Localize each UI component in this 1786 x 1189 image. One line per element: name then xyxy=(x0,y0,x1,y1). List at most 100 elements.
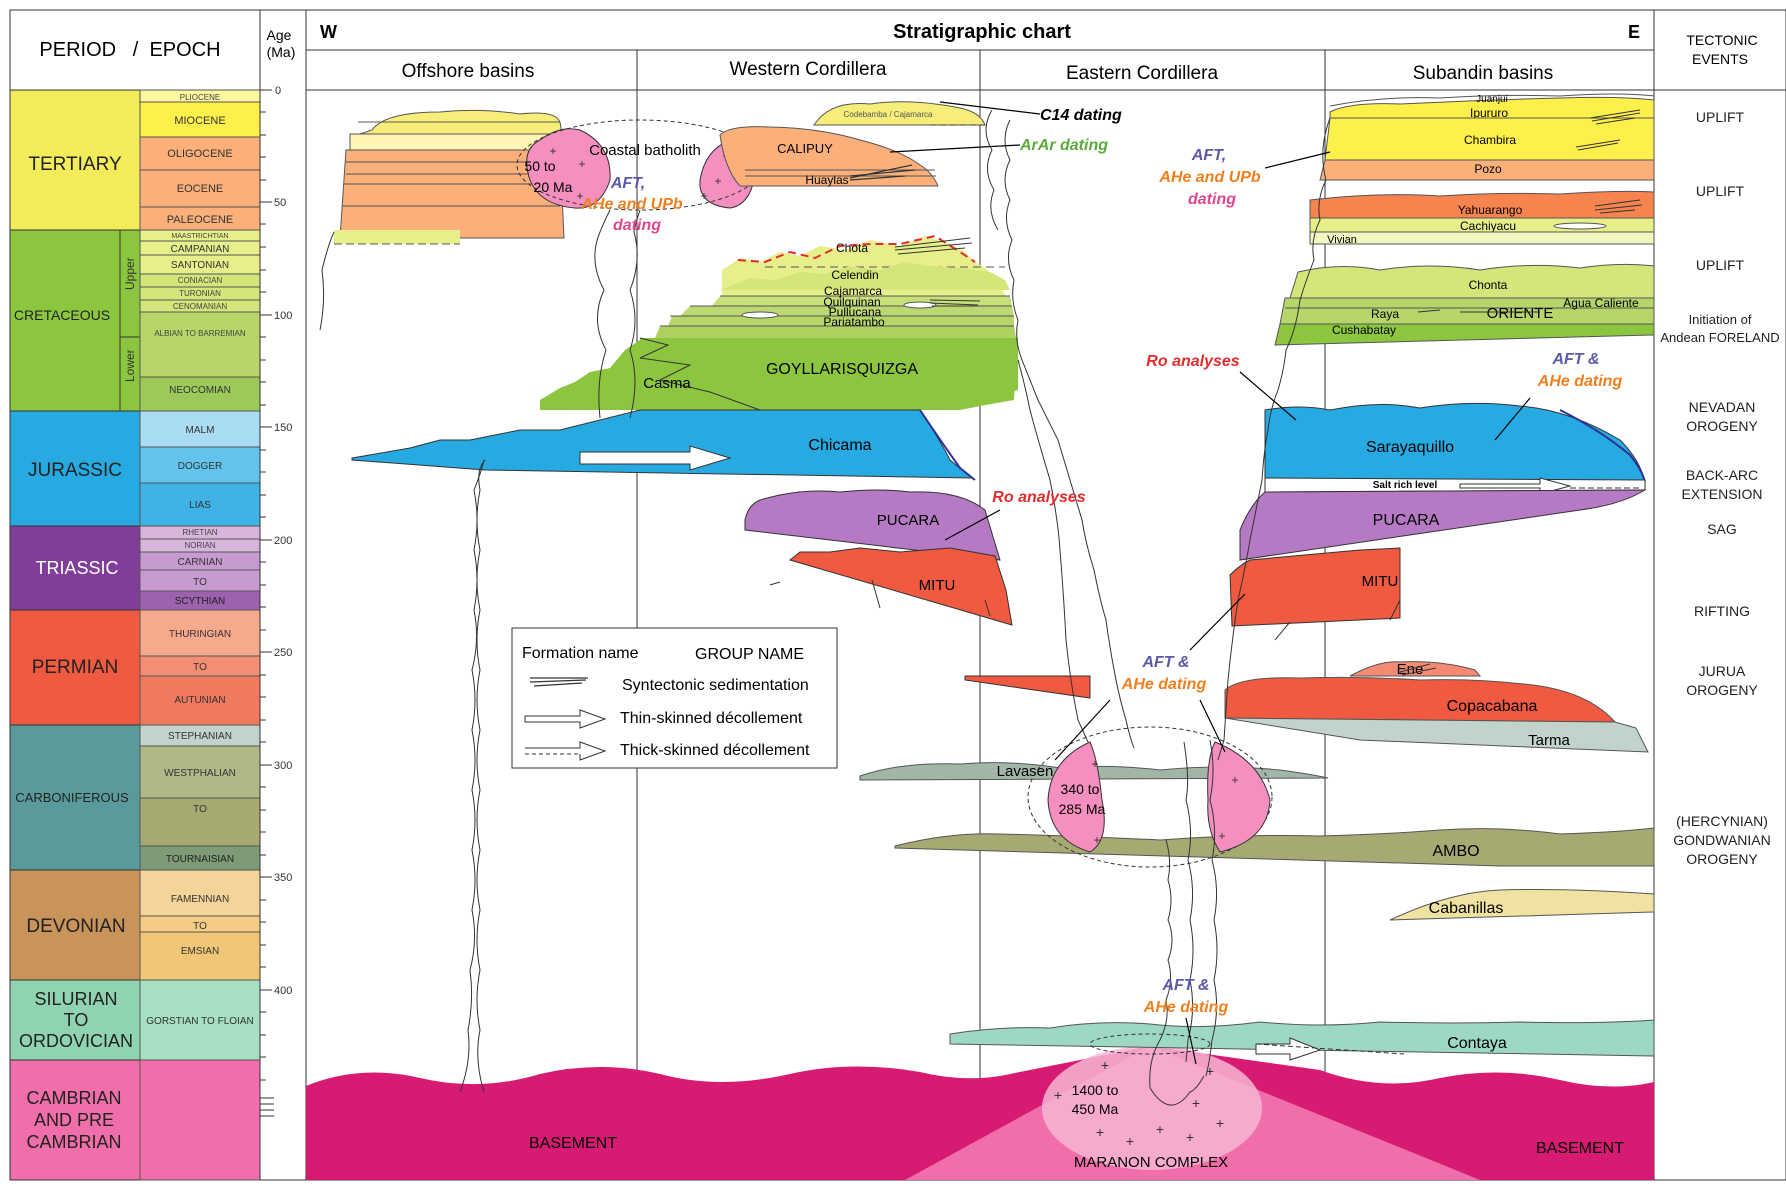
svg-text:+: + xyxy=(578,157,585,171)
ambo-label: AMBO xyxy=(1432,843,1479,860)
tectonic-event: NEVADAN xyxy=(1689,399,1756,415)
copacabana-label: Copacabana xyxy=(1447,698,1538,715)
batholith-age-line1: 50 to xyxy=(524,158,555,174)
period-devonian: DEVONIAN xyxy=(26,916,125,937)
tectonic-event: JURUA xyxy=(1699,663,1746,679)
tectonic-event: (HERCYNIAN) xyxy=(1676,813,1768,829)
basement-west: BASEMENT xyxy=(529,1135,617,1152)
period-permian: PERMIAN xyxy=(32,657,119,678)
epoch-oligocene: OLIGOCENE xyxy=(167,148,232,160)
epoch-famennian: FAMENNIAN xyxy=(171,894,229,905)
juanjui-label: Juanjui xyxy=(1476,94,1508,105)
aft-label-east: AFT, xyxy=(1191,147,1226,164)
epoch-norian: NORIAN xyxy=(184,541,215,550)
maranon-age-line1: 1400 to xyxy=(1072,1082,1119,1098)
period-column: TERTIARY CRETACEOUS JURASSIC TRIASSIC PE… xyxy=(10,90,140,1180)
cabanillas-label: Cabanillas xyxy=(1429,900,1504,917)
maranon-age-line2: 450 Ma xyxy=(1072,1101,1119,1117)
legend: Formation name GROUP NAME Syntectonic se… xyxy=(512,628,837,768)
epoch-permian-to: TO xyxy=(193,662,207,673)
svg-text:+: + xyxy=(1096,1124,1104,1140)
period-silurian-line2: TO xyxy=(64,1010,89,1030)
basement-east: BASEMENT xyxy=(1536,1140,1624,1157)
epoch-eocene: EOCENE xyxy=(177,183,223,195)
svg-text:+: + xyxy=(1156,1121,1164,1137)
svg-text:+: + xyxy=(714,174,721,188)
mitu-west-label: MITU xyxy=(919,577,956,594)
age-header-line2: (Ma) xyxy=(267,44,296,60)
epoch-triassic-to: TO xyxy=(193,577,207,588)
ro-analyses-east: Ro analyses xyxy=(1146,353,1239,370)
tectonic-event: GONDWANIAN xyxy=(1673,832,1770,848)
pucara-west-label: PUCARA xyxy=(877,512,940,529)
period-tertiary: TERTIARY xyxy=(28,154,122,175)
age-tick-label: 250 xyxy=(274,647,292,659)
legend-thick-skinned: Thick-skinned décollement xyxy=(620,742,810,759)
period-silurian-line1: SILURIAN xyxy=(34,989,117,1009)
age-tick-label: 300 xyxy=(274,760,292,772)
legend-thin-skinned: Thin-skinned décollement xyxy=(620,710,803,727)
cretaceous-upper-label: Upper xyxy=(123,257,137,290)
ahe-upb-label-east: AHe and UPb xyxy=(1158,169,1261,186)
tectonic-event: OROGENY xyxy=(1686,851,1758,867)
period-epoch-header: PERIOD / EPOCH xyxy=(39,39,220,61)
pariatambo-label: Pariatambo xyxy=(823,315,885,329)
mitu-east-label: MITU xyxy=(1362,573,1399,590)
c14-dating-label: C14 dating xyxy=(1040,107,1122,124)
period-cambrian-line2: AND PRE xyxy=(34,1110,114,1130)
epoch-autunian: AUTUNIAN xyxy=(174,695,225,706)
cushabatay-label: Cushabatay xyxy=(1332,323,1396,337)
period-cretaceous: CRETACEOUS xyxy=(14,307,110,323)
chicama-label: Chicama xyxy=(808,437,871,454)
contaya-label: Contaya xyxy=(1447,1035,1507,1052)
sarayaquillo-label: Sarayaquillo xyxy=(1366,439,1454,456)
age-tick-label: 50 xyxy=(274,197,286,209)
ahe-dating-subandin: AHe dating xyxy=(1537,373,1623,390)
vivian-label: Vivian xyxy=(1327,234,1357,246)
epoch-albian: ALBIAN TO BARREMIAN xyxy=(154,329,246,338)
legend-syntectonic: Syntectonic sedimentation xyxy=(622,677,809,694)
dating-word-west: dating xyxy=(613,217,661,234)
svg-text:+: + xyxy=(1091,757,1098,771)
epoch-santonian: SANTONIAN xyxy=(171,260,229,271)
epoch-paleocene: PALEOCENE xyxy=(167,214,233,226)
column-subandin: Subandin basins xyxy=(1413,63,1554,84)
svg-text:+: + xyxy=(1216,1115,1224,1131)
tectonic-event: SAG xyxy=(1707,521,1737,537)
pluton-age-line2: 285 Ma xyxy=(1059,801,1106,817)
epoch-rhetian: RHETIAN xyxy=(182,528,217,537)
tectonic-event: UPLIFT xyxy=(1696,183,1745,199)
chambira-label: Chambira xyxy=(1464,133,1516,147)
epoch-emsian: EMSIAN xyxy=(181,946,219,957)
epoch-pliocene: PLIOCENE xyxy=(180,93,220,102)
age-tick-label: 350 xyxy=(274,872,292,884)
aft-and-eastern: AFT & xyxy=(1141,654,1189,671)
aft-and-basement: AFT & xyxy=(1161,977,1209,994)
period-silurian-line3: ORDOVICIAN xyxy=(19,1031,133,1051)
arar-dating-label: ArAr dating xyxy=(1019,137,1108,154)
tarma-label: Tarma xyxy=(1528,732,1570,749)
pluton-age-line1: 340 to xyxy=(1061,781,1100,797)
tectonic-event: BACK-ARC xyxy=(1686,467,1758,483)
period-carboniferous: CARBONIFEROUS xyxy=(15,790,129,805)
column-eastern: Eastern Cordillera xyxy=(1066,63,1218,84)
column-western: Western Cordillera xyxy=(730,59,887,80)
epoch-campanian: CAMPANIAN xyxy=(171,244,230,255)
subandin-tertiary: Juanjui Ipururo Chambira Pozo Yahuarango… xyxy=(1310,94,1654,246)
epoch-devonian-to: TO xyxy=(193,921,207,932)
epoch-malm: MALM xyxy=(186,425,215,436)
calipuy-label: CALIPUY xyxy=(777,141,833,156)
epoch-carnian: CARNIAN xyxy=(177,557,222,568)
svg-text:+: + xyxy=(1101,1057,1109,1073)
west-label: W xyxy=(320,22,337,42)
svg-text:+: + xyxy=(1192,1095,1200,1111)
coastal-batholith-label: Coastal batholith xyxy=(589,142,701,159)
age-tick-label: 0 xyxy=(275,85,281,97)
svg-text:+: + xyxy=(1186,1129,1194,1145)
svg-text:+: + xyxy=(1126,1133,1134,1149)
ahe-upb-label-west: AHe and UPb xyxy=(580,196,683,213)
ahe-dating-eastern: AHe dating xyxy=(1121,676,1207,693)
huaylas-label: Huaylas xyxy=(805,173,848,187)
